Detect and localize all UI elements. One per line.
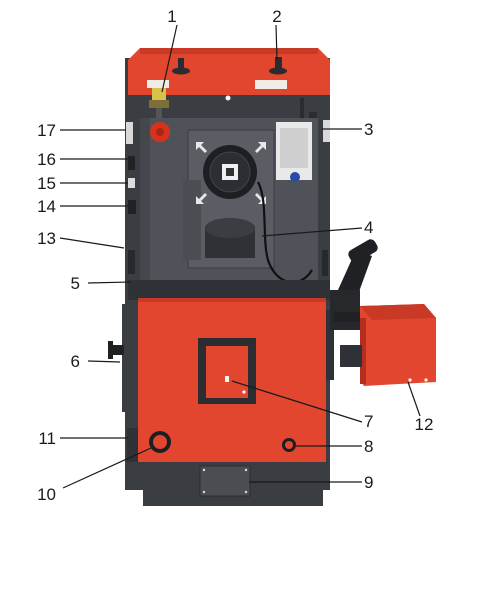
red-control-knob-center: [156, 128, 164, 136]
leader-2: [275, 24, 278, 61]
leader-5: [87, 281, 132, 284]
callout-11: 11: [38, 429, 56, 448]
lower-port-small-inner: [285, 441, 293, 449]
ash-door-screw: [242, 390, 246, 394]
callout-7: 7: [364, 412, 373, 431]
side-knob-14: [128, 200, 136, 214]
sensor-pipe: [300, 98, 304, 120]
callout-3: 3: [364, 120, 373, 139]
plinth-screw-2: [244, 468, 248, 472]
callout-10: 10: [37, 485, 56, 504]
side-vent-13: [128, 250, 135, 274]
leader-6: [87, 360, 121, 363]
ash-door-latch: [225, 376, 229, 382]
callout-4: 4: [364, 218, 373, 237]
callout-1: 1: [167, 7, 176, 26]
arrow-top-right: [255, 142, 266, 153]
callout-16: 16: [37, 150, 56, 169]
top-port-right: [269, 57, 287, 75]
callout-15: 15: [37, 174, 56, 193]
leader-4: [261, 227, 363, 237]
callout-labels: 1 2 3 4 5 6 7 8 9 10 11 12 13 14 15 16 1…: [37, 7, 433, 504]
pellet-burner: [330, 239, 436, 386]
ash-door-inner: [206, 346, 248, 398]
callout-2: 2: [272, 7, 281, 26]
callout-6: 6: [71, 352, 80, 371]
callout-14: 14: [37, 197, 56, 216]
upper-panel-shade: [140, 118, 150, 280]
leader-7: [231, 380, 363, 423]
right-support-bar: [326, 310, 334, 380]
info-plate-seal: [290, 172, 300, 182]
leader-lines: [59, 24, 421, 489]
cleaning-door-inset: [183, 180, 201, 260]
middle-band: [128, 280, 330, 300]
leader-10: [62, 447, 152, 489]
callout-13: 13: [37, 229, 56, 248]
leader-1: [161, 24, 178, 93]
top-port-left: [172, 58, 190, 75]
callout-12: 12: [415, 415, 434, 434]
door-handle-knob: [108, 341, 113, 359]
plinth-screw-1: [202, 468, 206, 472]
arrow-bottom-left: [196, 193, 207, 204]
right-hinge: [323, 120, 330, 142]
leader-13: [59, 237, 125, 249]
side-switch-16: [128, 156, 135, 170]
left-side-door: [122, 304, 138, 412]
callout-5: 5: [71, 274, 80, 293]
info-plate-text: [280, 128, 308, 168]
callout-17: 17: [37, 121, 56, 140]
callout-8: 8: [364, 437, 373, 456]
lower-port-large-inner: [153, 435, 167, 449]
plinth-screw-3: [202, 490, 206, 494]
side-switch-15: [128, 178, 135, 188]
top-warning-sticker: [147, 80, 169, 88]
left-hinge: [126, 122, 133, 144]
lower-body-shade: [138, 298, 326, 302]
top-label-sticker: [255, 80, 287, 89]
plinth-cover: [199, 465, 251, 497]
exhaust-fan-hub-inner: [226, 168, 234, 176]
leader-12: [407, 381, 421, 417]
left-leg-11: [127, 428, 138, 462]
plinth-screw-4: [244, 490, 248, 494]
callout-9: 9: [364, 473, 373, 492]
top-screw: [225, 95, 231, 101]
flue-outlet-rim: [205, 218, 255, 238]
arrow-top-left: [196, 142, 207, 153]
door-handle-6: [110, 345, 124, 355]
right-side-vent: [322, 250, 328, 276]
